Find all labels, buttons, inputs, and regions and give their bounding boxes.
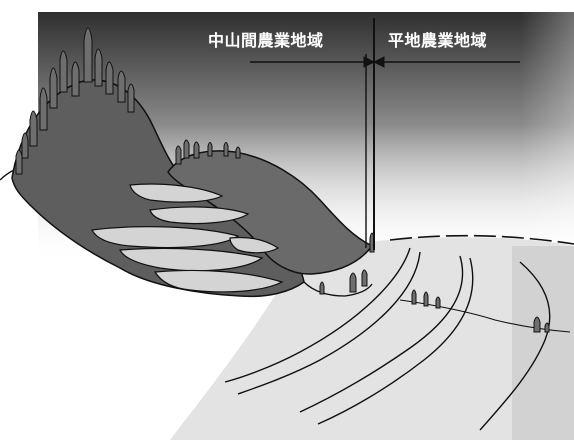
boundary-arrow-icon: [250, 18, 520, 250]
flat-land-area-label: 平地農業地域: [388, 31, 488, 50]
tree-icon: [15, 27, 550, 333]
field-paths: [224, 247, 571, 431]
hilly-mountain-area-label: 中山間農業地域: [208, 31, 324, 50]
flat-plain: [170, 237, 574, 440]
terraced-fields: [91, 183, 284, 293]
